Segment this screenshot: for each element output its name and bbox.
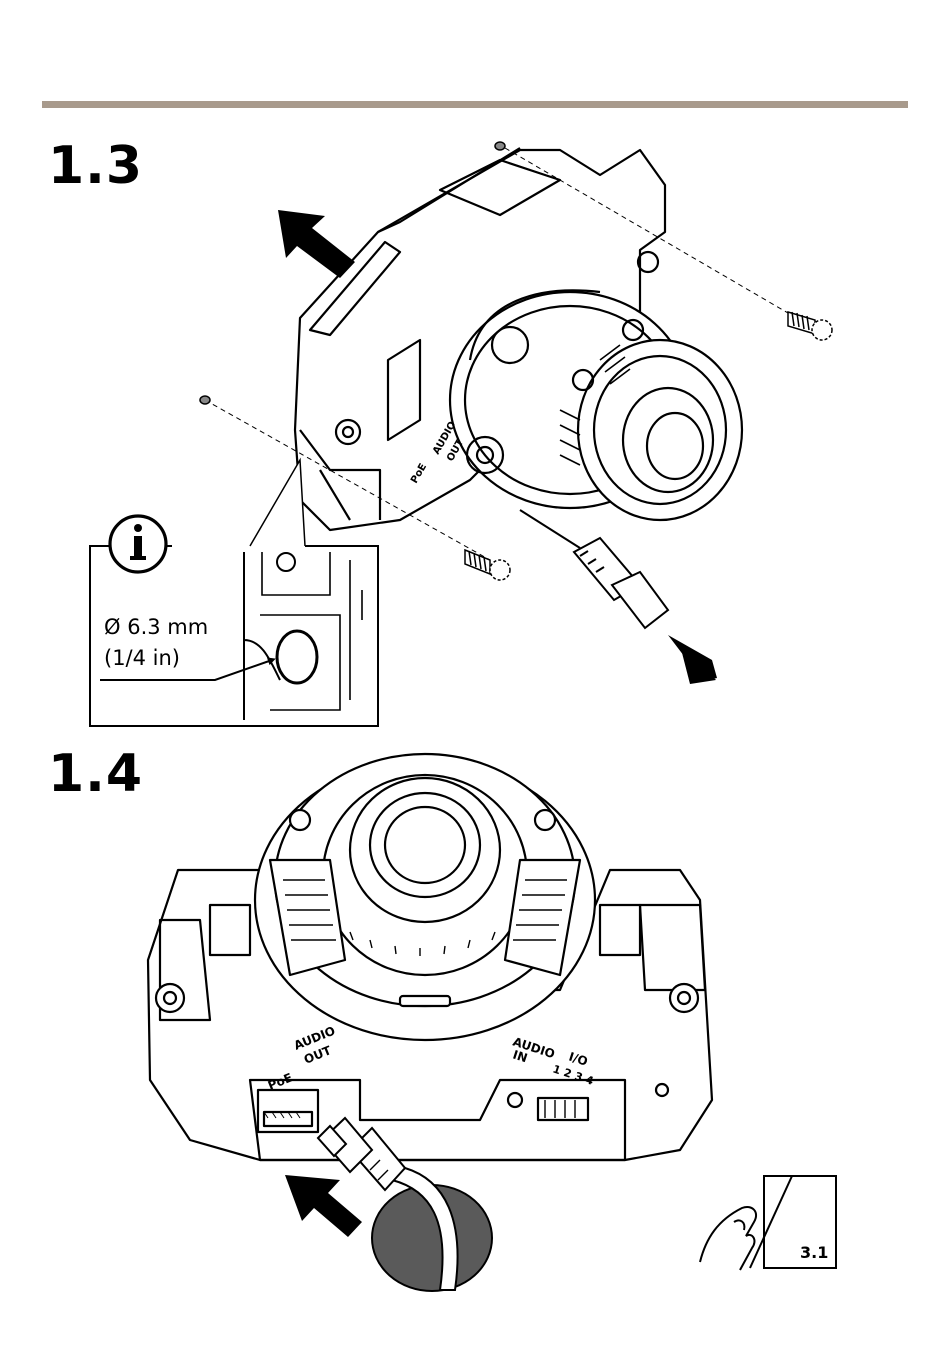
hole-diameter-imperial: (1/4 in) [104, 645, 180, 671]
camera-base-front-view [148, 754, 712, 1160]
camera-housing-side-view [295, 148, 742, 530]
insert-arrow [285, 1175, 362, 1237]
hole-diameter-metric: Ø 6.3 mm [104, 614, 208, 640]
remove-arrow [278, 210, 355, 278]
info-icon [110, 516, 166, 572]
page-ref-label: 3.1 [800, 1243, 828, 1262]
network-cable-side [520, 510, 668, 628]
